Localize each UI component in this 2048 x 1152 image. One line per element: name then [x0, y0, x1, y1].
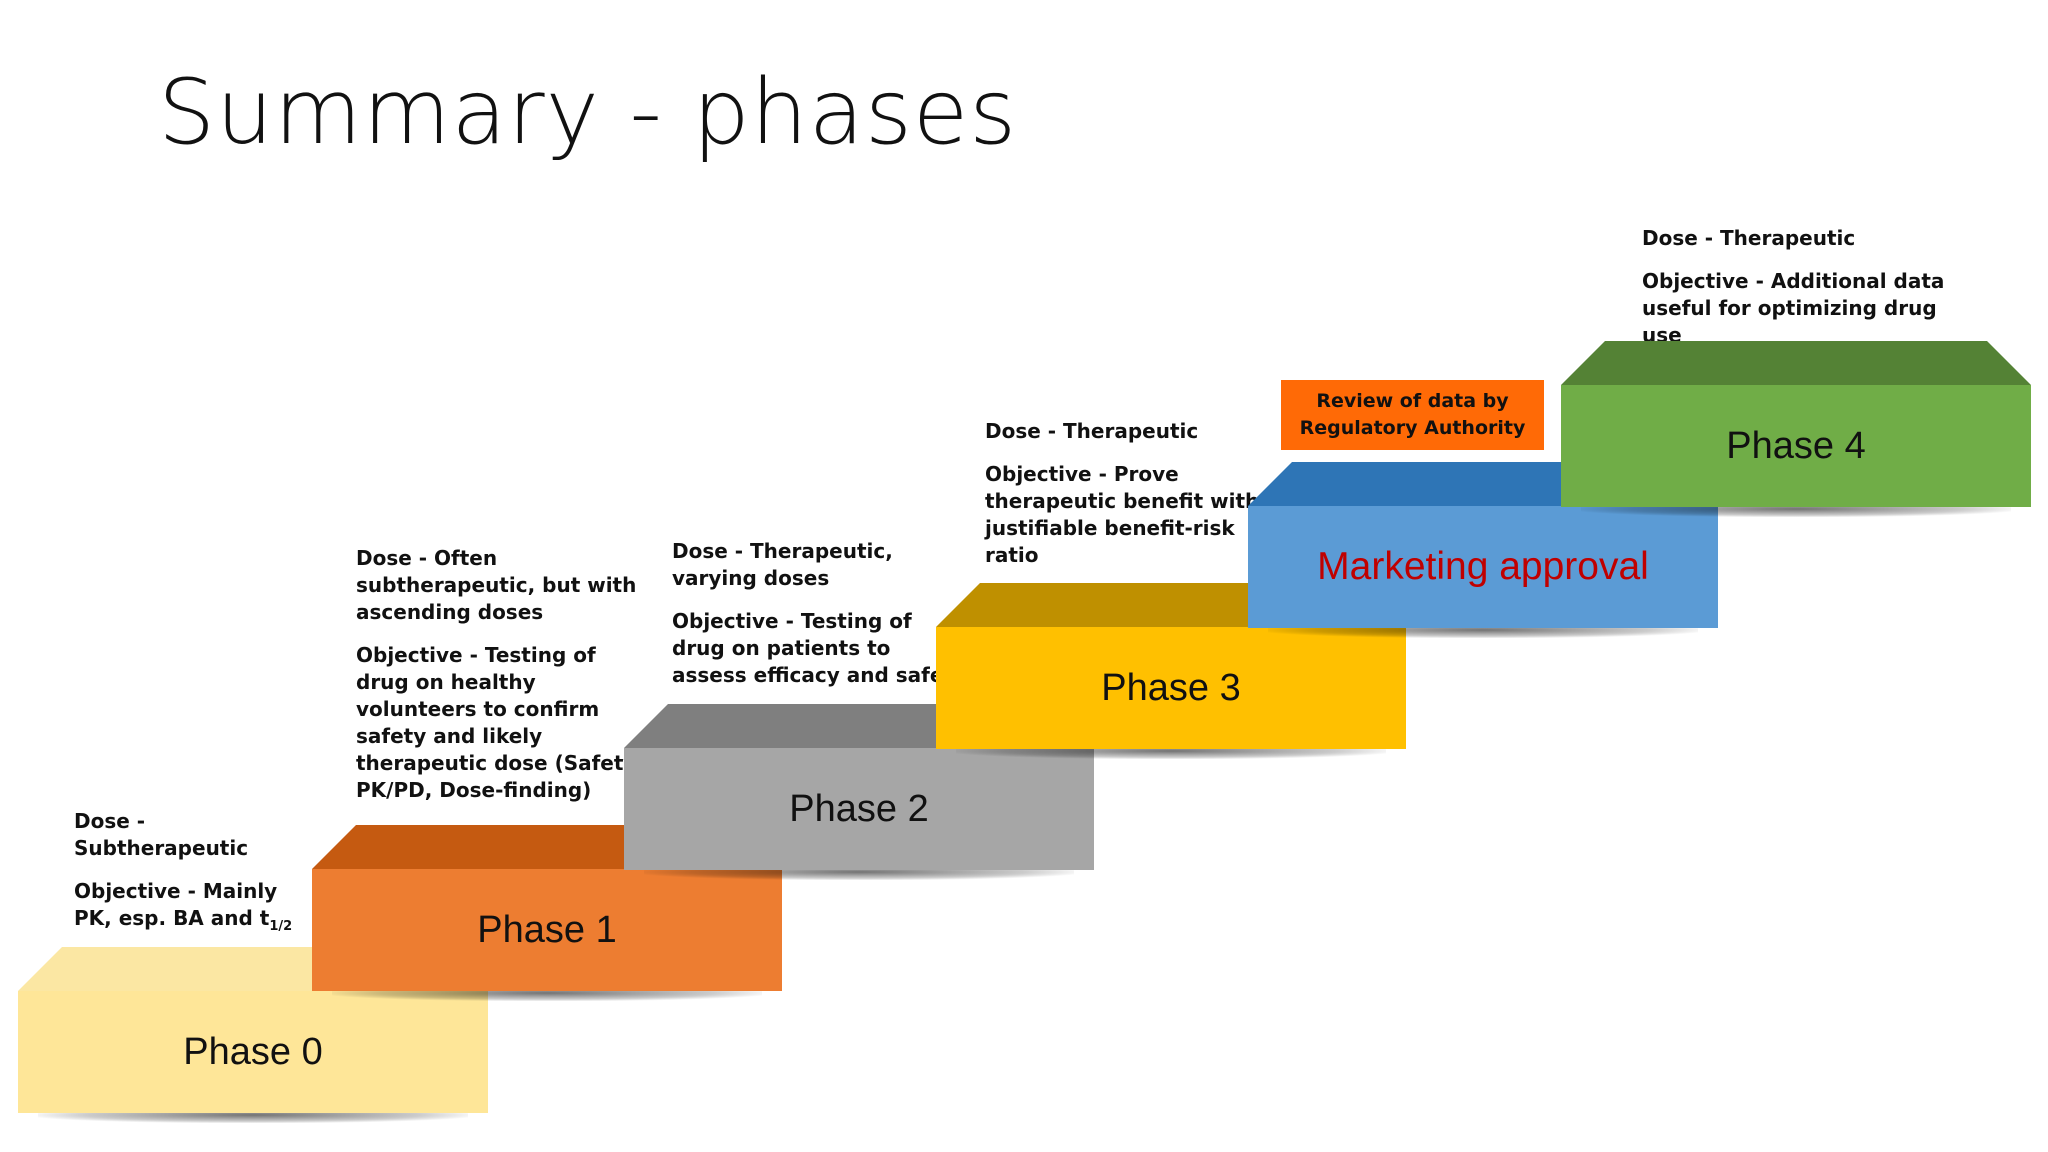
step-face: Phase 3 — [936, 627, 1406, 749]
phase-1-objective-line: volunteers to confirm — [356, 697, 600, 721]
step-phase-4: Phase 4 — [1561, 341, 2031, 517]
marketing-approval-label: Marketing approval — [1317, 545, 1649, 588]
step-face: Phase 4 — [1561, 385, 2031, 507]
phase-2-objective-line: assess efficacy and safety — [672, 663, 966, 687]
phase-0-objective-line: PK, esp. BA and t — [74, 906, 270, 930]
step-face: Marketing approval — [1248, 506, 1718, 628]
page-title: Summary - phases — [158, 60, 1018, 165]
phase-1-dose-line: subtherapeutic, but with — [356, 573, 637, 597]
phase-2-objective-line: drug on patients to — [672, 636, 891, 660]
review-line: Regulatory Authority — [1299, 417, 1526, 439]
phase-1-objective-line: PK/PD, Dose-finding) — [356, 778, 592, 802]
phase-1-objective-line: Objective - Testing of — [356, 643, 596, 667]
step-top — [1561, 341, 2031, 385]
phase-2-objective-line: Objective - Testing of — [672, 609, 912, 633]
phase-0-half-life-subscript: 1/2 — [269, 919, 293, 934]
phase-1-objective-line: safety and likely — [356, 724, 543, 748]
regulatory-review-box: Review of data by Regulatory Authority — [1281, 380, 1544, 450]
phase-4-objective-line: useful for optimizing drug use — [1642, 296, 1937, 347]
phase-0-dose-value: Subtherapeutic — [74, 836, 249, 860]
step-phase-1: Phase 1 — [312, 825, 782, 1001]
phase-3-label: Phase 3 — [1101, 666, 1241, 709]
phase-1-note: Dose - Often subtherapeutic, but with as… — [356, 545, 656, 804]
phase-1-label: Phase 1 — [477, 908, 617, 951]
phase-2-dose-line: varying doses — [672, 566, 830, 590]
phase-0-label: Phase 0 — [183, 1030, 323, 1073]
review-line: Review of data by — [1316, 390, 1509, 412]
phase-1-dose-line: ascending doses — [356, 600, 544, 624]
phase-1-dose-line: Dose - Often — [356, 546, 498, 570]
phase-4-dose-line: Dose - Therapeutic — [1642, 226, 1856, 250]
phase-0-dose: Dose - — [74, 809, 146, 833]
phase-1-objective-line: drug on healthy — [356, 670, 536, 694]
step-face: Phase 2 — [624, 748, 1094, 870]
phase-1-objective-line: therapeutic dose (Safety, — [356, 751, 643, 775]
step-phase-2: Phase 2 — [624, 704, 1094, 880]
phase-0-note: Dose - Subtherapeutic Objective - Mainly… — [74, 808, 314, 940]
phase-2-dose-line: Dose - Therapeutic, — [672, 539, 893, 563]
phase-3-objective-line: therapeutic benefit with — [985, 489, 1260, 513]
step-face: Phase 1 — [312, 869, 782, 991]
phase-3-objective-line: justifiable benefit-risk — [985, 516, 1235, 540]
phase-3-dose-line: Dose - Therapeutic — [985, 419, 1199, 443]
phase-2-note: Dose - Therapeutic, varying doses Object… — [672, 538, 972, 689]
phase-3-objective-line: ratio — [985, 543, 1039, 567]
phase-4-objective-line: Objective - Additional data — [1642, 269, 1945, 293]
phase-4-note: Dose - Therapeutic Objective - Additiona… — [1642, 225, 1982, 349]
phase-3-note: Dose - Therapeutic Objective - Prove the… — [985, 418, 1285, 569]
step-face: Phase 0 — [18, 991, 488, 1113]
phase-4-label: Phase 4 — [1726, 424, 1866, 467]
phase-3-objective-line: Objective - Prove — [985, 462, 1179, 486]
phase-0-objective-line: Objective - Mainly — [74, 879, 278, 903]
phase-2-label: Phase 2 — [789, 787, 929, 830]
